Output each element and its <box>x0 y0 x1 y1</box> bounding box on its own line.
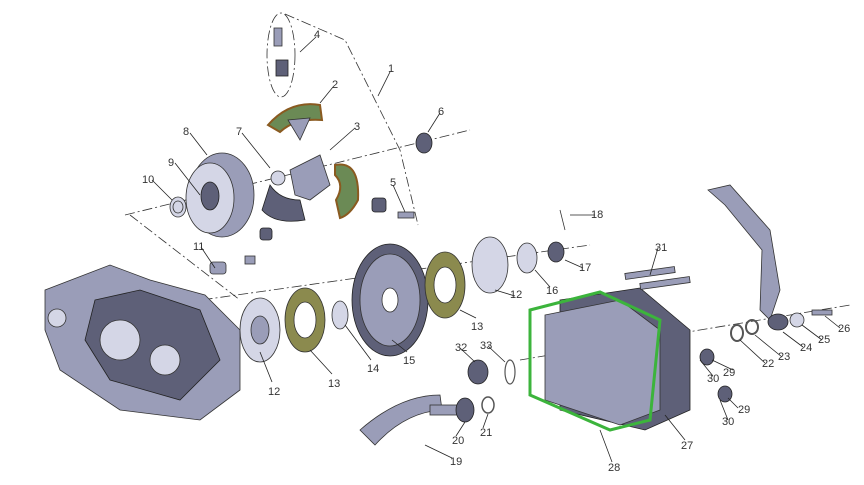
part-label: 21 <box>480 427 492 439</box>
part-label: 10 <box>142 174 154 186</box>
part-label: 19 <box>450 456 462 468</box>
part-label: 1 <box>388 63 394 75</box>
leader-lines <box>151 36 841 463</box>
crankcase-part <box>44 264 241 421</box>
part-label: 11 <box>193 241 204 253</box>
part-label: 12 <box>510 289 522 301</box>
part-label: 17 <box>579 262 591 274</box>
clutch-bell-part <box>169 152 255 238</box>
part-label: 22 <box>762 358 774 370</box>
clutch-shoe-parts <box>172 12 433 275</box>
part-label: 15 <box>403 355 415 367</box>
part-label: 24 <box>800 342 812 354</box>
part-label: 32 <box>455 342 467 354</box>
part-labels: 1 2 3 4 5 6 7 8 9 10 11 12 12 12 13 13 1… <box>142 29 850 474</box>
part-label: 8 <box>183 126 189 138</box>
part-label: 28 <box>608 462 620 474</box>
part-label: 31 <box>655 242 667 254</box>
engine-cover-part <box>528 266 691 432</box>
part-label: 23 <box>778 351 790 363</box>
part-label: 16 <box>546 285 558 297</box>
kick-start-parts <box>359 184 833 446</box>
clutch-plate-parts <box>239 209 566 363</box>
part-label: 29 <box>738 404 750 416</box>
part-label: 27 <box>681 440 693 452</box>
part-label: 2 <box>332 79 338 91</box>
part-label: 4 <box>314 29 320 41</box>
part-label: 33 <box>480 340 492 352</box>
part-label: 13 <box>328 378 340 390</box>
part-label: 30 <box>722 416 734 428</box>
part-label: 20 <box>452 435 464 447</box>
part-label: 3 <box>354 121 360 133</box>
part-label: 18 <box>591 209 603 221</box>
part-label: 7 <box>236 126 242 138</box>
part-label: 6 <box>438 106 444 118</box>
part-label: 25 <box>818 334 830 346</box>
part-label: 13 <box>471 321 483 333</box>
part-label: 14 <box>367 363 379 375</box>
part-label: 12 <box>268 386 280 398</box>
part-label: 30 <box>707 373 719 385</box>
part-label: 9 <box>168 157 174 169</box>
part-label: 29 <box>723 367 735 379</box>
part-label: 5 <box>390 177 396 189</box>
part-label: 26 <box>838 323 850 335</box>
